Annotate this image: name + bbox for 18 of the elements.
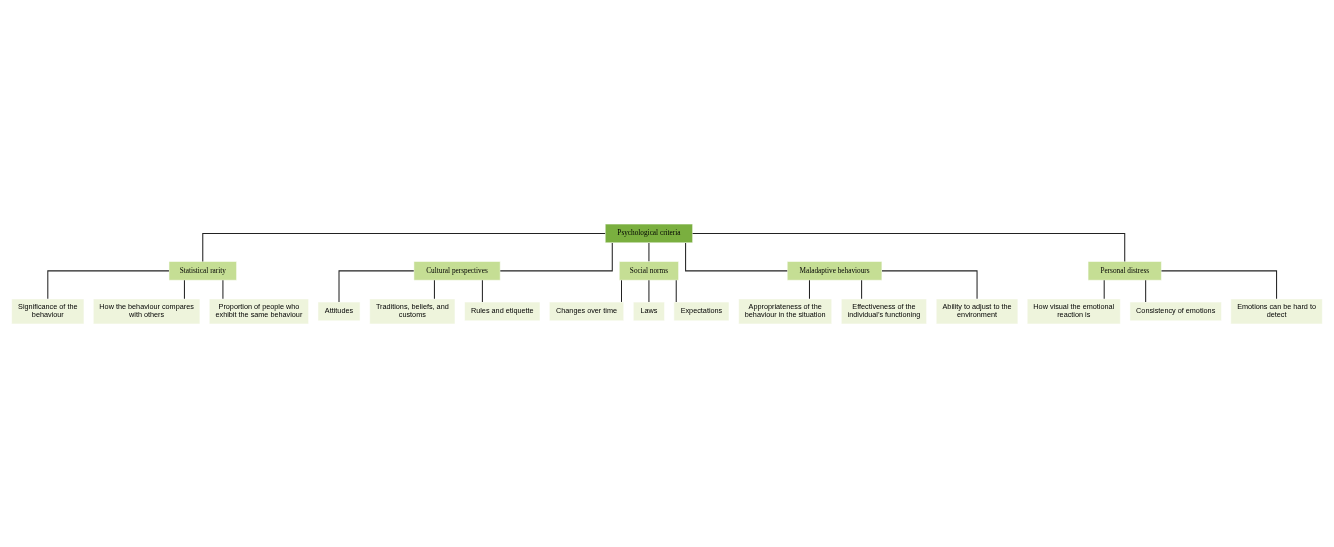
connector xyxy=(861,279,863,299)
connector xyxy=(621,279,622,302)
connector xyxy=(692,232,1126,262)
connector xyxy=(1145,279,1147,302)
connector xyxy=(481,279,483,302)
connector xyxy=(222,279,224,299)
connector xyxy=(685,241,788,271)
connector xyxy=(202,232,606,262)
connector xyxy=(183,279,185,299)
connector xyxy=(881,269,978,299)
connector xyxy=(499,241,613,271)
connector xyxy=(47,269,170,299)
connector xyxy=(808,279,810,299)
connector xyxy=(675,279,677,302)
connector xyxy=(1160,269,1278,299)
connector xyxy=(338,269,415,303)
connector xyxy=(433,279,435,299)
connector xyxy=(1103,279,1105,299)
